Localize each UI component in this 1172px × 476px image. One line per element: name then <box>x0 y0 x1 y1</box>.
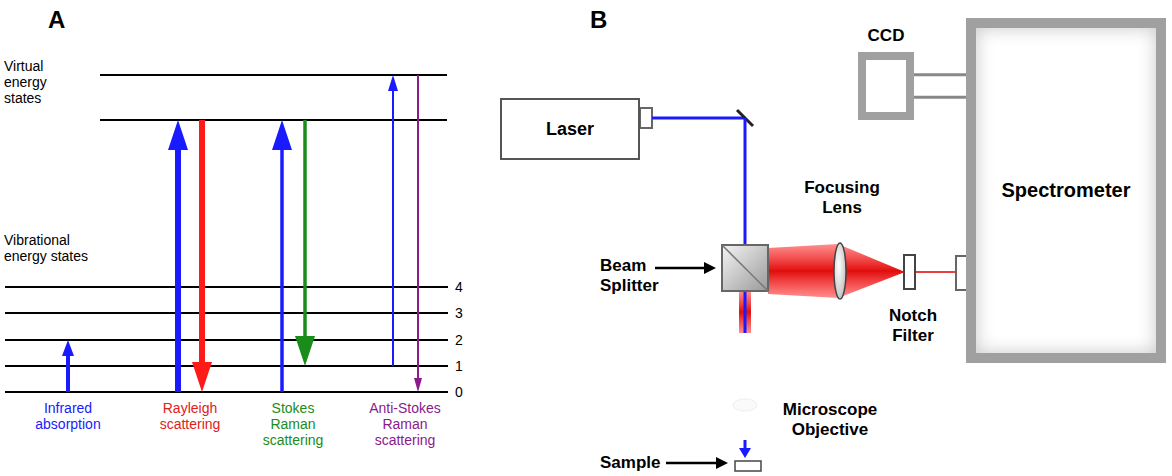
energy-levels <box>5 75 448 392</box>
pointer-arrow <box>704 262 716 274</box>
transition-arrowhead <box>295 336 315 366</box>
transition-arrows <box>62 75 422 392</box>
sample-slide <box>735 461 761 471</box>
node-label: Laser <box>546 119 594 140</box>
panel-letter: A <box>48 6 78 34</box>
notch-filter <box>904 255 915 289</box>
collected-light <box>739 291 751 333</box>
level-caption: Virtual energy states <box>4 58 74 106</box>
laser-box: Laser <box>500 98 640 160</box>
level-caption: Vibrational energy states <box>4 232 114 264</box>
laser-port <box>640 108 652 128</box>
part-name: Notch Filter <box>877 306 949 345</box>
microscope-objective <box>733 399 757 411</box>
process-name: Infrared absorption <box>26 400 110 432</box>
optics <box>640 108 968 471</box>
part-name: Focusing Lens <box>792 178 892 217</box>
transition-arrow <box>417 75 419 378</box>
cable-connector <box>914 73 966 76</box>
transition-arrowhead <box>192 362 212 392</box>
transition-arrow <box>66 356 70 392</box>
focus-arrow <box>744 440 747 449</box>
transition-arrow <box>175 150 181 392</box>
part-name: Beam Splitter <box>600 256 690 295</box>
laser-beam <box>744 118 747 245</box>
transition-arrowhead <box>388 75 398 91</box>
cable-connector <box>914 96 966 99</box>
process-name: Anti-Stokes Raman scattering <box>362 400 448 448</box>
filtered-light <box>915 271 958 273</box>
beam-splitter-face <box>722 245 768 291</box>
pointer-arrow <box>666 462 718 465</box>
panel-letter: B <box>590 6 620 34</box>
transition-arrow <box>392 91 394 366</box>
focus-arrow <box>739 448 751 458</box>
part-name: Microscope Objective <box>772 400 888 439</box>
level-number: 3 <box>455 305 475 321</box>
process-name: Stokes Raman scattering <box>255 400 331 448</box>
transition-arrow <box>303 120 307 336</box>
pointer-arrow <box>716 457 728 469</box>
level-number: 1 <box>455 358 475 374</box>
level-number: 4 <box>455 279 475 295</box>
level-number: 2 <box>455 332 475 348</box>
ccd-box: CCD <box>858 52 914 120</box>
collected-light <box>768 244 905 298</box>
node-label: CCD <box>868 26 905 46</box>
transition-arrow <box>280 150 284 392</box>
beam-splitter-cube <box>722 245 768 291</box>
part-name: Sample <box>600 453 670 473</box>
pointer-arrow <box>655 267 706 270</box>
transition-arrowhead <box>272 120 292 150</box>
laser-beam <box>652 117 745 120</box>
laser-beam <box>744 291 747 333</box>
process-name: Rayleigh scattering <box>148 400 232 432</box>
transition-arrowhead <box>168 120 188 150</box>
transition-arrow <box>199 120 205 362</box>
spectrometer-box: Spectrometer <box>966 18 1166 363</box>
level-number: 0 <box>455 384 475 400</box>
transition-arrowhead <box>414 378 422 392</box>
transition-arrowhead <box>62 340 74 356</box>
node-label: Spectrometer <box>1002 179 1131 202</box>
focusing-lens <box>834 243 846 299</box>
